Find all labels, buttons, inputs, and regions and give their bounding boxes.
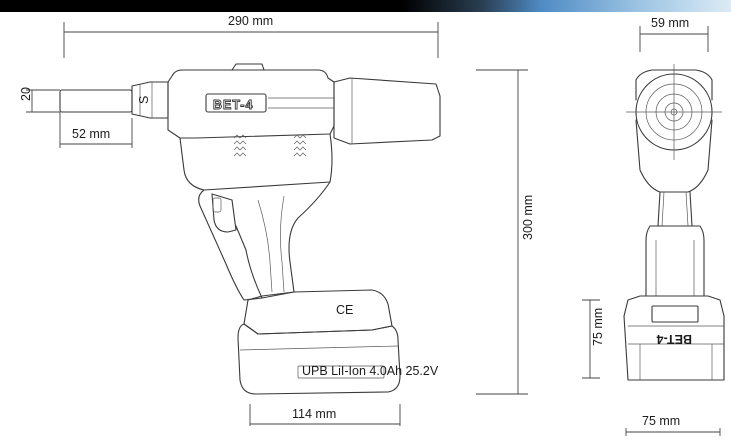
base-height-label: 75 mm: [591, 308, 605, 346]
nose-length-label: 52 mm: [72, 127, 110, 141]
battery-width-label: 114 mm: [292, 407, 336, 421]
dim-base-height: 75 mm: [582, 299, 605, 379]
front-latch: [651, 305, 699, 323]
collar-mark: S: [137, 96, 151, 104]
grip-back: [261, 181, 331, 299]
nose-diameter-label: 20: [19, 87, 33, 101]
vent-right: [293, 134, 307, 157]
side-view-tool: S BET-4: [59, 63, 441, 395]
front-head-top: [635, 69, 713, 101]
dim-top-width: 59 mm: [639, 16, 709, 52]
vent-left: [233, 134, 247, 157]
top-clip: [231, 63, 265, 71]
dim-base-width: 75 mm: [625, 414, 721, 436]
grip-front: [198, 189, 263, 301]
lower-body: [179, 133, 333, 191]
overall-length-label: 290 mm: [228, 14, 273, 28]
battery-pack: [237, 323, 401, 395]
front-head-lower: [635, 119, 713, 193]
ce-mark: CE: [336, 303, 353, 317]
model-badge-frame: [205, 93, 267, 113]
header-gradient-bar: [0, 0, 731, 12]
front-base: [623, 295, 725, 381]
dim-overall-length: 290 mm: [63, 14, 439, 58]
front-grip: [645, 225, 705, 297]
head-body: [167, 69, 335, 139]
dim-nose-length: 52 mm: [59, 112, 133, 148]
model-badge: BET-4: [213, 98, 253, 112]
top-badge: BET-4: [657, 332, 692, 346]
dim-battery-width: 114 mm: [249, 404, 401, 426]
height-label: 300 mm: [521, 195, 535, 240]
dim-height: 300 mm: [476, 69, 535, 395]
rear-cap: [333, 77, 441, 145]
battery-label: UPB LiI-Ion 4.0Ah 25.2V: [302, 364, 439, 378]
front-neck: [657, 191, 693, 227]
nose-piece: [59, 89, 133, 113]
battery-cradle: [243, 289, 393, 335]
top-width-label: 59 mm: [651, 16, 689, 30]
trigger: [211, 193, 237, 233]
base-width-label: 75 mm: [642, 414, 680, 428]
dim-nose-diameter: 20: [19, 87, 60, 113]
front-view-tool: BET-4: [623, 64, 725, 381]
